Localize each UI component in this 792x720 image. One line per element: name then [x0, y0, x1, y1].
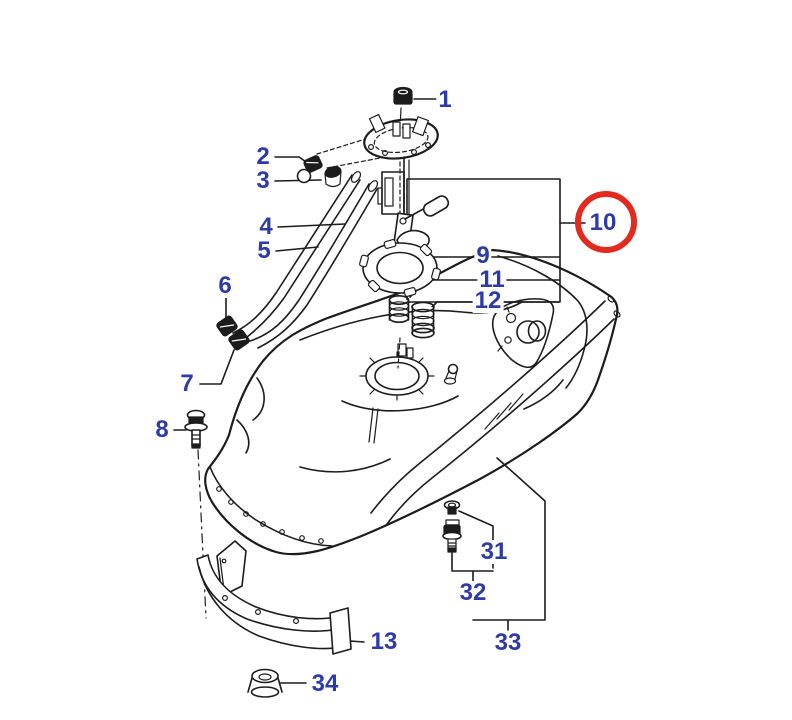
fuel-pump-module — [359, 86, 450, 369]
callout-13: 13 — [368, 628, 400, 655]
pump-seat-ring — [359, 343, 435, 401]
callout-32: 32 — [457, 579, 489, 606]
highlight-circle — [575, 191, 637, 253]
callout-1: 1 — [436, 86, 454, 113]
access-panel — [491, 298, 555, 369]
callout-7: 7 — [178, 370, 196, 397]
callout-31: 31 — [478, 538, 510, 565]
callout-2: 2 — [254, 143, 272, 170]
callout-5: 5 — [255, 237, 273, 264]
callout-12: 12 — [472, 287, 504, 314]
lock-ring — [359, 239, 441, 297]
hose-clamp-6 — [216, 315, 238, 337]
callout-6: 6 — [216, 272, 234, 299]
mounting-bolt-8 — [184, 409, 208, 449]
fuel-hoses — [232, 171, 379, 349]
callout-9: 9 — [474, 242, 492, 269]
float — [422, 195, 450, 217]
bolt-set-31-32 — [442, 500, 462, 553]
callout-11: 11 — [477, 266, 507, 293]
fuel-tank-body — [204, 248, 621, 556]
vent-fitting — [443, 363, 459, 385]
hose-clamp-2 — [296, 155, 323, 184]
callout-4: 4 — [257, 213, 275, 240]
check-valve-3 — [324, 166, 342, 188]
callout-33: 33 — [492, 629, 524, 656]
callout-34: 34 — [309, 670, 341, 697]
skid-shield — [196, 540, 352, 655]
hose-clamp-7 — [228, 329, 250, 351]
shield-grommet-34 — [247, 668, 283, 698]
seal-grommet-11 — [388, 294, 410, 323]
seal-grommet-12 — [411, 301, 435, 339]
lock-nut — [393, 86, 413, 105]
callout-3: 3 — [254, 167, 272, 194]
callout-8: 8 — [153, 416, 171, 443]
